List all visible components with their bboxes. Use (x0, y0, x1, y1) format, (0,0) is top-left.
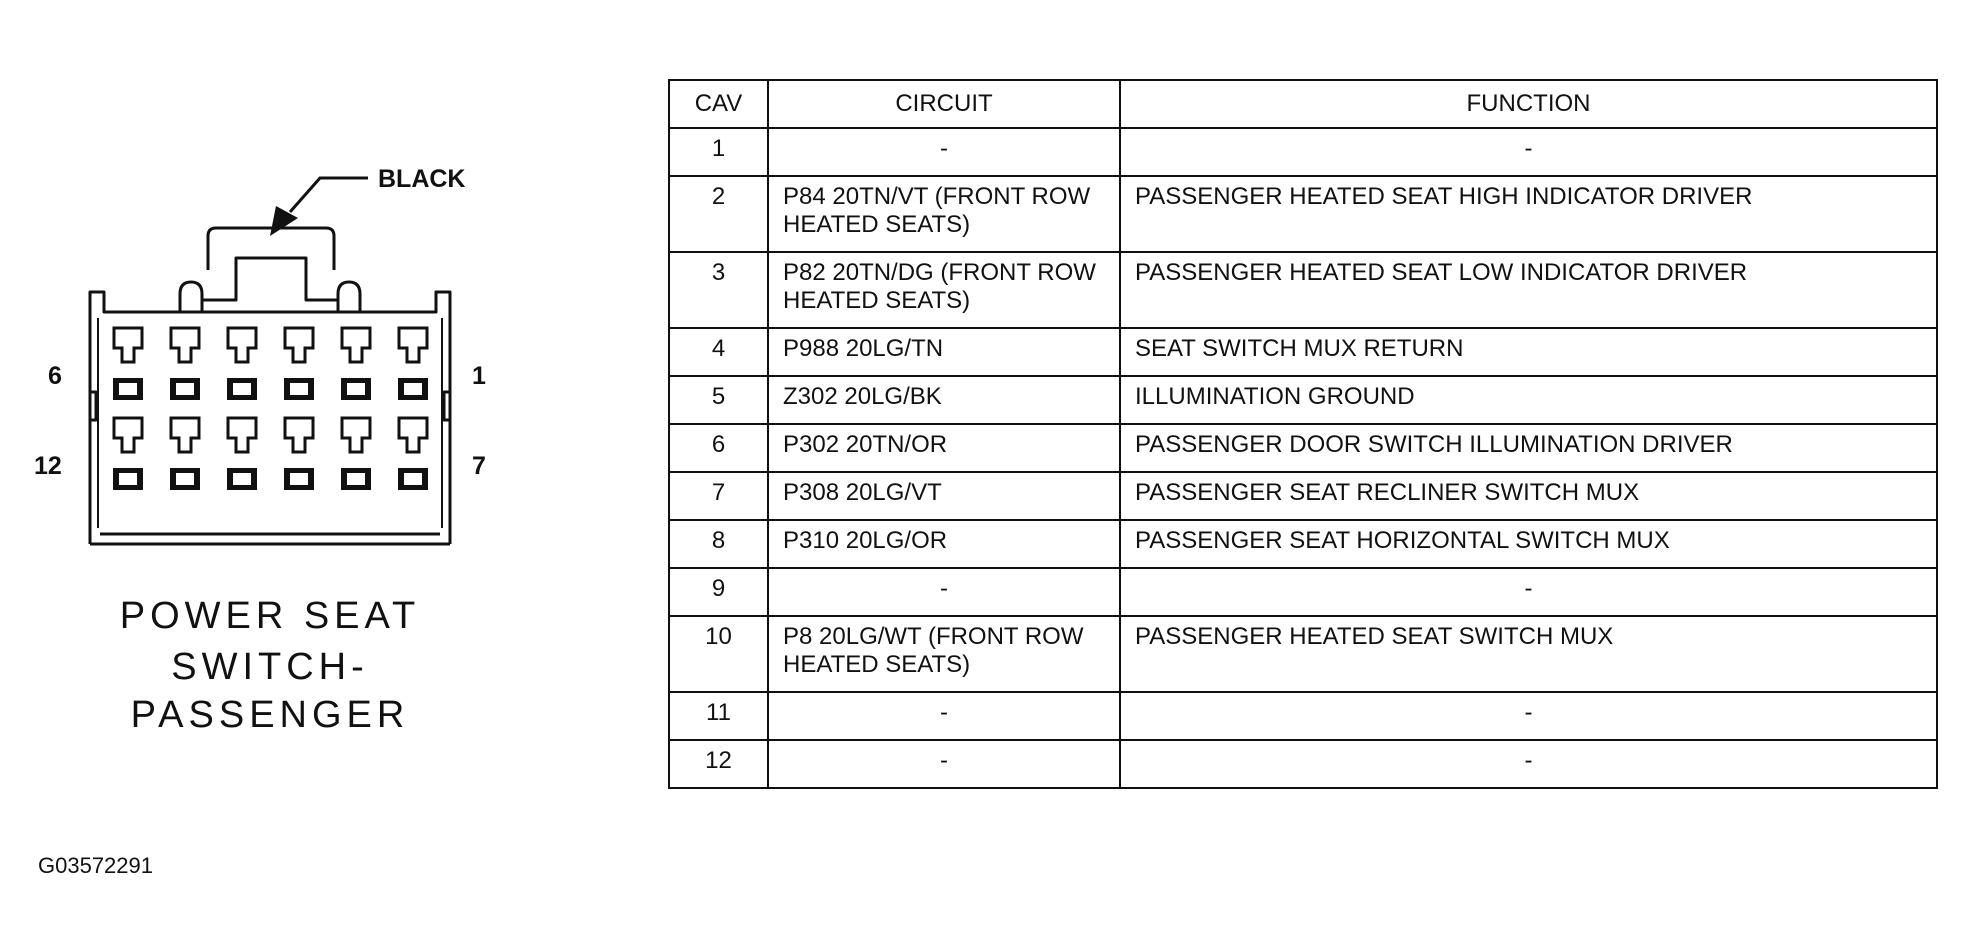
table-row: 2 P84 20TN/VT (FRONT ROW HEATED SEATS) P… (668, 175, 1938, 253)
connector-cavity (397, 326, 429, 400)
cell-circuit: - (767, 127, 1121, 177)
connector-color-label: BLACK (378, 165, 466, 193)
cell-cav: 2 (668, 175, 769, 253)
connector-cavity (112, 326, 144, 400)
figure-id: G03572291 (38, 853, 153, 878)
connector-face-diagram: BLACK 6 1 12 7 (34, 165, 486, 546)
table-row: 10 P8 20LG/WT (FRONT ROW HEATED SEATS) P… (668, 615, 1938, 693)
connector-cavity (397, 416, 429, 490)
cell-circuit: - (767, 567, 1121, 617)
cell-function: PASSENGER HEATED SEAT LOW INDICATOR DRIV… (1119, 251, 1938, 329)
cell-circuit: P84 20TN/VT (FRONT ROW HEATED SEATS) (767, 175, 1121, 253)
connector-cavity (169, 326, 201, 400)
pin-label-top-right: 1 (472, 362, 486, 390)
cell-cav: 9 (668, 567, 769, 617)
cell-circuit: P308 20LG/VT (767, 471, 1121, 521)
cell-function: - (1119, 739, 1938, 789)
cell-function: PASSENGER DOOR SWITCH ILLUMINATION DRIVE… (1119, 423, 1938, 473)
connector-cavity (283, 326, 315, 400)
cell-cav: 3 (668, 251, 769, 329)
cell-function: PASSENGER SEAT RECLINER SWITCH MUX (1119, 471, 1938, 521)
connector-title-line1: POWER SEAT (119, 595, 421, 637)
cell-function: - (1119, 691, 1938, 741)
cell-cav: 6 (668, 423, 769, 473)
table-row: 3 P82 20TN/DG (FRONT ROW HEATED SEATS) P… (668, 251, 1938, 329)
table-row: 5 Z302 20LG/BK ILLUMINATION GROUND (668, 375, 1938, 425)
cell-function: - (1119, 127, 1938, 177)
cavity-grid (112, 326, 429, 490)
table-row: 6 P302 20TN/OR PASSENGER DOOR SWITCH ILL… (668, 423, 1938, 473)
connector-bump-right (336, 280, 362, 312)
black-label-pointer (270, 176, 368, 236)
cell-circuit: P310 20LG/OR (767, 519, 1121, 569)
cell-function: PASSENGER HEATED SEAT HIGH INDICATOR DRI… (1119, 175, 1938, 253)
connector-cavity (112, 416, 144, 490)
cell-cav: 10 (668, 615, 769, 693)
pin-label-top-left: 6 (48, 362, 62, 390)
pinout-table: CAV CIRCUIT FUNCTION 1 - - 2 P84 20TN/VT… (668, 79, 1938, 789)
cell-cav: 1 (668, 127, 769, 177)
table-row: 11 - - (668, 691, 1938, 741)
cell-cav: 12 (668, 739, 769, 789)
cell-circuit: - (767, 739, 1121, 789)
connector-latch (206, 226, 336, 270)
cell-function: SEAT SWITCH MUX RETURN (1119, 327, 1938, 377)
pin-label-bottom-right: 7 (472, 452, 486, 480)
connector-cavity (283, 416, 315, 490)
connector-cavity (226, 326, 258, 400)
cell-circuit: P8 20LG/WT (FRONT ROW HEATED SEATS) (767, 615, 1121, 693)
table-row: 8 P310 20LG/OR PASSENGER SEAT HORIZONTAL… (668, 519, 1938, 569)
cell-circuit: P302 20TN/OR (767, 423, 1121, 473)
header-cav: CAV (668, 79, 769, 129)
cell-circuit: P988 20LG/TN (767, 327, 1121, 377)
pin-label-bottom-left: 12 (34, 452, 62, 480)
cell-cav: 5 (668, 375, 769, 425)
table-row: 12 - - (668, 739, 1938, 789)
cell-cav: 8 (668, 519, 769, 569)
table-row: 1 - - (668, 127, 1938, 177)
cell-circuit: P82 20TN/DG (FRONT ROW HEATED SEATS) (767, 251, 1121, 329)
connector-cavity (340, 416, 372, 490)
cell-cav: 11 (668, 691, 769, 741)
cell-function: ILLUMINATION GROUND (1119, 375, 1938, 425)
header-circuit: CIRCUIT (767, 79, 1121, 129)
cell-function: PASSENGER HEATED SEAT SWITCH MUX (1119, 615, 1938, 693)
connector-bump-left (178, 280, 204, 312)
cell-function: PASSENGER SEAT HORIZONTAL SWITCH MUX (1119, 519, 1938, 569)
connector-cavity (340, 326, 372, 400)
connector-body (88, 290, 452, 544)
cell-circuit: - (767, 691, 1121, 741)
connector-cavity (169, 416, 201, 490)
cell-function: - (1119, 567, 1938, 617)
connector-title-line2: SWITCH-PASSENGER (130, 646, 410, 736)
table-row: 9 - - (668, 567, 1938, 617)
header-function: FUNCTION (1119, 79, 1938, 129)
cell-cav: 7 (668, 471, 769, 521)
table-row: 4 P988 20LG/TN SEAT SWITCH MUX RETURN (668, 327, 1938, 377)
table-header-row: CAV CIRCUIT FUNCTION (668, 79, 1938, 129)
cell-circuit: Z302 20LG/BK (767, 375, 1121, 425)
cell-cav: 4 (668, 327, 769, 377)
table-row: 7 P308 20LG/VT PASSENGER SEAT RECLINER S… (668, 471, 1938, 521)
connector-cavity (226, 416, 258, 490)
